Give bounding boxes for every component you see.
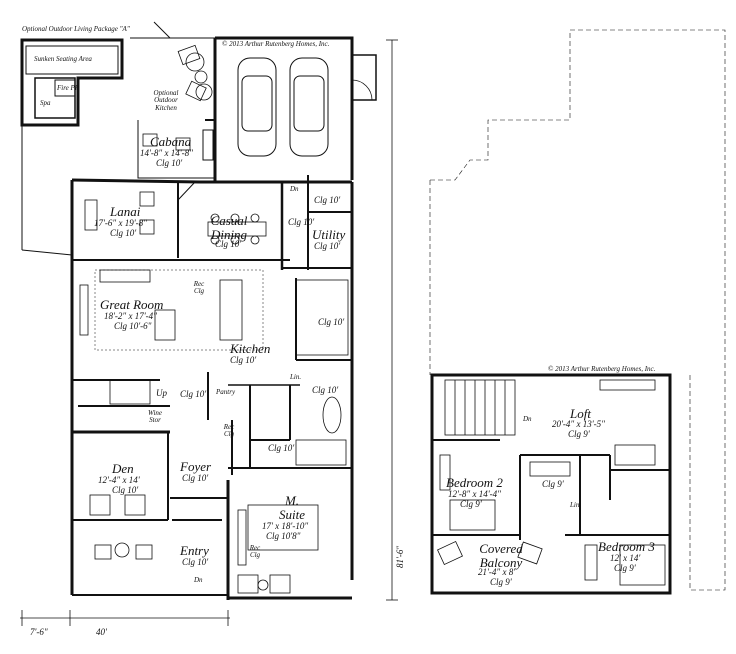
bedroom3-dims: 12' x 14' <box>610 553 641 563</box>
rec-clg-great: Rec Clg <box>193 280 205 296</box>
utility-clg: Clg 10' <box>314 241 341 251</box>
bedroom2-dims: 12'-8" x 14'-4" <box>448 489 501 499</box>
loft-dn-label: Dn <box>523 415 532 423</box>
hall-clg: Clg 10' <box>180 389 207 399</box>
optional-kitchen-label: Optional Outdoor Kitchen <box>153 89 179 112</box>
lanai-name: Lanai <box>110 204 141 219</box>
second-floor-walls <box>430 373 672 595</box>
closet-clg: Clg 10' <box>318 317 345 327</box>
den-name: Den <box>112 461 134 476</box>
bedroom2-clg: Clg 9' <box>460 499 482 509</box>
linen-upper: Lin <box>570 501 580 509</box>
m-suite-name: M. Suite <box>279 493 305 522</box>
den-clg: Clg 10' <box>112 485 139 495</box>
cabana-dims: 14'-8" x 14'-8" <box>140 148 193 158</box>
offset-dimension: 7'-6" <box>30 627 48 637</box>
cabana-clg: Clg 10' <box>156 158 183 168</box>
sunken-seating-label: Sunken Seating Area <box>34 55 92 63</box>
bedroom2-name: Bedroom 2 <box>446 475 503 490</box>
depth-dimension: 81'-6" <box>395 545 405 568</box>
copyright-main: © 2013 Arthur Rutenberg Homes, Inc. <box>222 40 330 48</box>
bedroom3-name: Bedroom 3 <box>598 539 655 554</box>
wc-clg: Clg 10' <box>268 443 295 453</box>
spa-label: Spa <box>40 99 51 107</box>
pantry-label: Pantry <box>216 388 236 396</box>
width-dimension: 40' <box>96 627 107 637</box>
utility-name: Utility <box>312 227 346 242</box>
great-room-name: Great Room <box>100 297 164 312</box>
main-floor-furniture <box>79 191 349 594</box>
balcony-name: Covered Balcony <box>479 541 523 570</box>
cabana-walls <box>137 44 216 180</box>
casual-dining-clg: Clg 10' <box>215 239 242 249</box>
entry-name: Entry <box>180 543 209 558</box>
den-dims: 12'-4" x 14' <box>98 475 140 485</box>
great-room-dims: 18'-2" x 17'-4" <box>104 311 157 321</box>
lanai-dims: 17'-6" x 19'-8" <box>94 218 147 228</box>
balcony-dims: 21'-4" x 8' <box>478 567 516 577</box>
rec-clg-suite: Rec Clg <box>249 544 261 560</box>
loft-dims: 20'-4" x 13'-5" <box>552 419 605 429</box>
cabana-name: Cabana <box>150 134 192 149</box>
garage-dn-label: Dn <box>290 185 299 193</box>
casual-dining-name: Casual Dining <box>210 213 248 242</box>
linen-label: Lin. <box>290 373 302 381</box>
copyright-upper: © 2013 Arthur Rutenberg Homes, Inc. <box>548 365 656 373</box>
m-suite-dims: 17' x 18'-10" <box>262 521 309 531</box>
bath-clg-upper: Clg 9' <box>542 479 564 489</box>
foyer-name: Foyer <box>180 459 212 474</box>
fire-pit-label: Fire Pit <box>57 84 79 92</box>
hall-utility-clg: Clg 10' <box>288 217 315 227</box>
rec-clg-hall: Rec Clg <box>223 423 235 439</box>
great-room-clg: Clg 10'-6" <box>114 321 152 331</box>
balcony-clg: Clg 9' <box>490 577 512 587</box>
loft-clg: Clg 9' <box>568 429 590 439</box>
bedroom3-clg: Clg 9' <box>614 563 636 573</box>
garage <box>213 36 377 182</box>
m-suite-clg: Clg 10'8" <box>266 531 301 541</box>
loft-name: Loft <box>570 406 591 421</box>
outdoor-living-area <box>20 21 215 256</box>
entry-clg: Clg 10' <box>182 557 209 567</box>
kitchen-name: Kitchen <box>230 341 271 356</box>
lanai-clg: Clg 10' <box>110 228 137 238</box>
attic-outline <box>429 29 726 591</box>
bath-clg: Clg 10' <box>312 385 339 395</box>
powder-clg: Clg 10' <box>314 195 341 205</box>
kitchen-clg: Clg 10' <box>230 355 257 365</box>
wine-stor-label: Wine Stor <box>148 409 162 425</box>
dimension-lines <box>20 39 398 626</box>
stair-up-label: Up <box>156 388 167 398</box>
entry-dn-label: Dn <box>194 576 203 584</box>
foyer-clg: Clg 10' <box>182 473 209 483</box>
outdoor-package-label: Optional Outdoor Living Package "A" <box>22 25 130 33</box>
